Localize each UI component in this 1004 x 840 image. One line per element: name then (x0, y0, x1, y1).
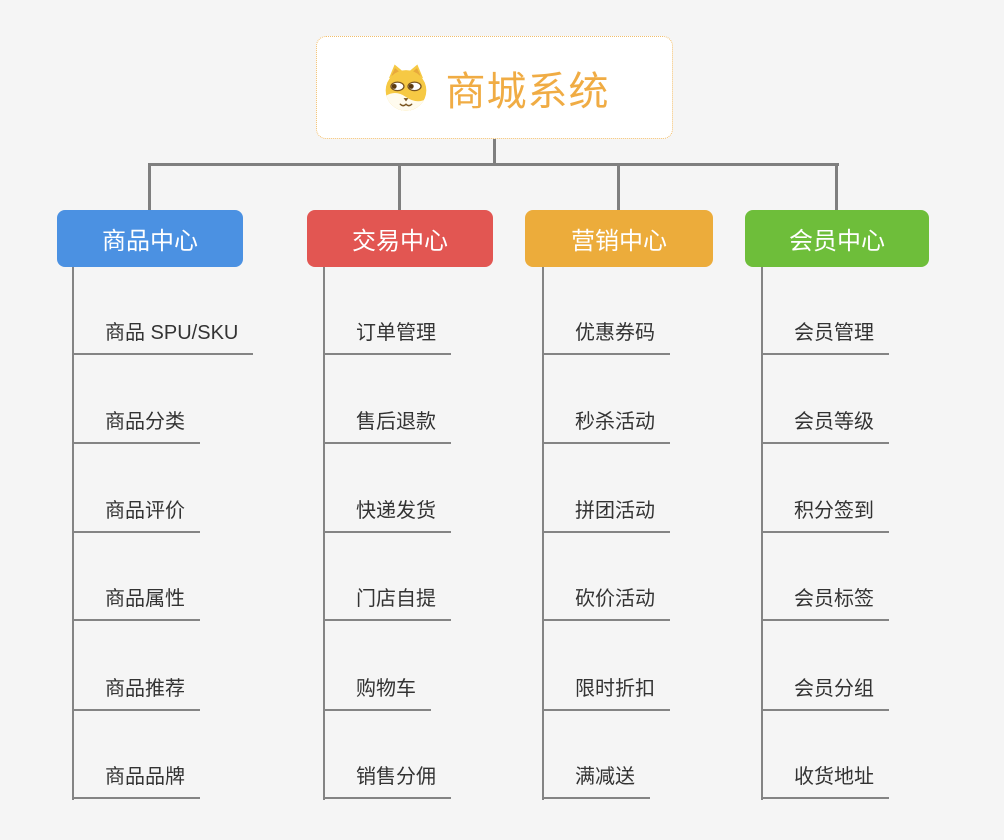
leaf-node[interactable]: 砍价活动 (542, 583, 670, 621)
dog-icon (380, 62, 432, 114)
leaf-node[interactable]: 商品 SPU/SKU (72, 317, 254, 355)
root-node[interactable]: 商城系统 (316, 36, 673, 139)
leaf-node[interactable]: 购物车 (323, 673, 431, 711)
branch-node-product-center[interactable]: 商品中心 (57, 210, 243, 267)
leaf-node[interactable]: 快递发货 (323, 495, 451, 533)
branch-node-trade-center[interactable]: 交易中心 (307, 210, 493, 267)
leaf-node[interactable]: 会员标签 (761, 583, 889, 621)
branch-label: 交易中心 (352, 228, 448, 255)
connector-drop-member (835, 163, 838, 210)
leaf-node[interactable]: 商品评价 (72, 495, 200, 533)
leaf-node[interactable]: 拼团活动 (542, 495, 670, 533)
connector-horizontal-bar (148, 163, 839, 166)
leaf-node[interactable]: 积分签到 (761, 495, 889, 533)
leaf-node[interactable]: 会员分组 (761, 673, 889, 711)
branch-node-member-center[interactable]: 会员中心 (745, 210, 929, 267)
trunk-trade (323, 267, 325, 800)
leaf-node[interactable]: 收货地址 (761, 761, 889, 799)
trunk-member (761, 267, 763, 800)
trunk-product (72, 267, 74, 800)
leaf-node[interactable]: 会员等级 (761, 406, 889, 444)
connector-drop-product (148, 163, 151, 210)
leaf-node[interactable]: 满减送 (542, 761, 650, 799)
leaf-node[interactable]: 优惠券码 (542, 317, 670, 355)
leaf-node[interactable]: 商品推荐 (72, 673, 200, 711)
leaf-node[interactable]: 销售分佣 (323, 761, 451, 799)
branch-node-marketing-center[interactable]: 营销中心 (525, 210, 713, 267)
leaf-node[interactable]: 商品分类 (72, 406, 200, 444)
connector-drop-trade (398, 163, 401, 210)
connector-root-drop (493, 139, 496, 164)
branch-label: 商品中心 (102, 228, 198, 255)
trunk-marketing (542, 267, 544, 800)
root-title: 商城系统 (445, 69, 610, 114)
branch-label: 营销中心 (571, 228, 667, 255)
leaf-node[interactable]: 会员管理 (761, 317, 889, 355)
leaf-node[interactable]: 秒杀活动 (542, 406, 670, 444)
leaf-node[interactable]: 商品属性 (72, 583, 200, 621)
leaf-node[interactable]: 售后退款 (323, 406, 451, 444)
leaf-node[interactable]: 商品品牌 (72, 761, 200, 799)
leaf-node[interactable]: 限时折扣 (542, 673, 670, 711)
leaf-node[interactable]: 订单管理 (323, 317, 451, 355)
connector-drop-marketing (617, 163, 620, 210)
branch-label: 会员中心 (789, 228, 885, 255)
leaf-node[interactable]: 门店自提 (323, 583, 451, 621)
